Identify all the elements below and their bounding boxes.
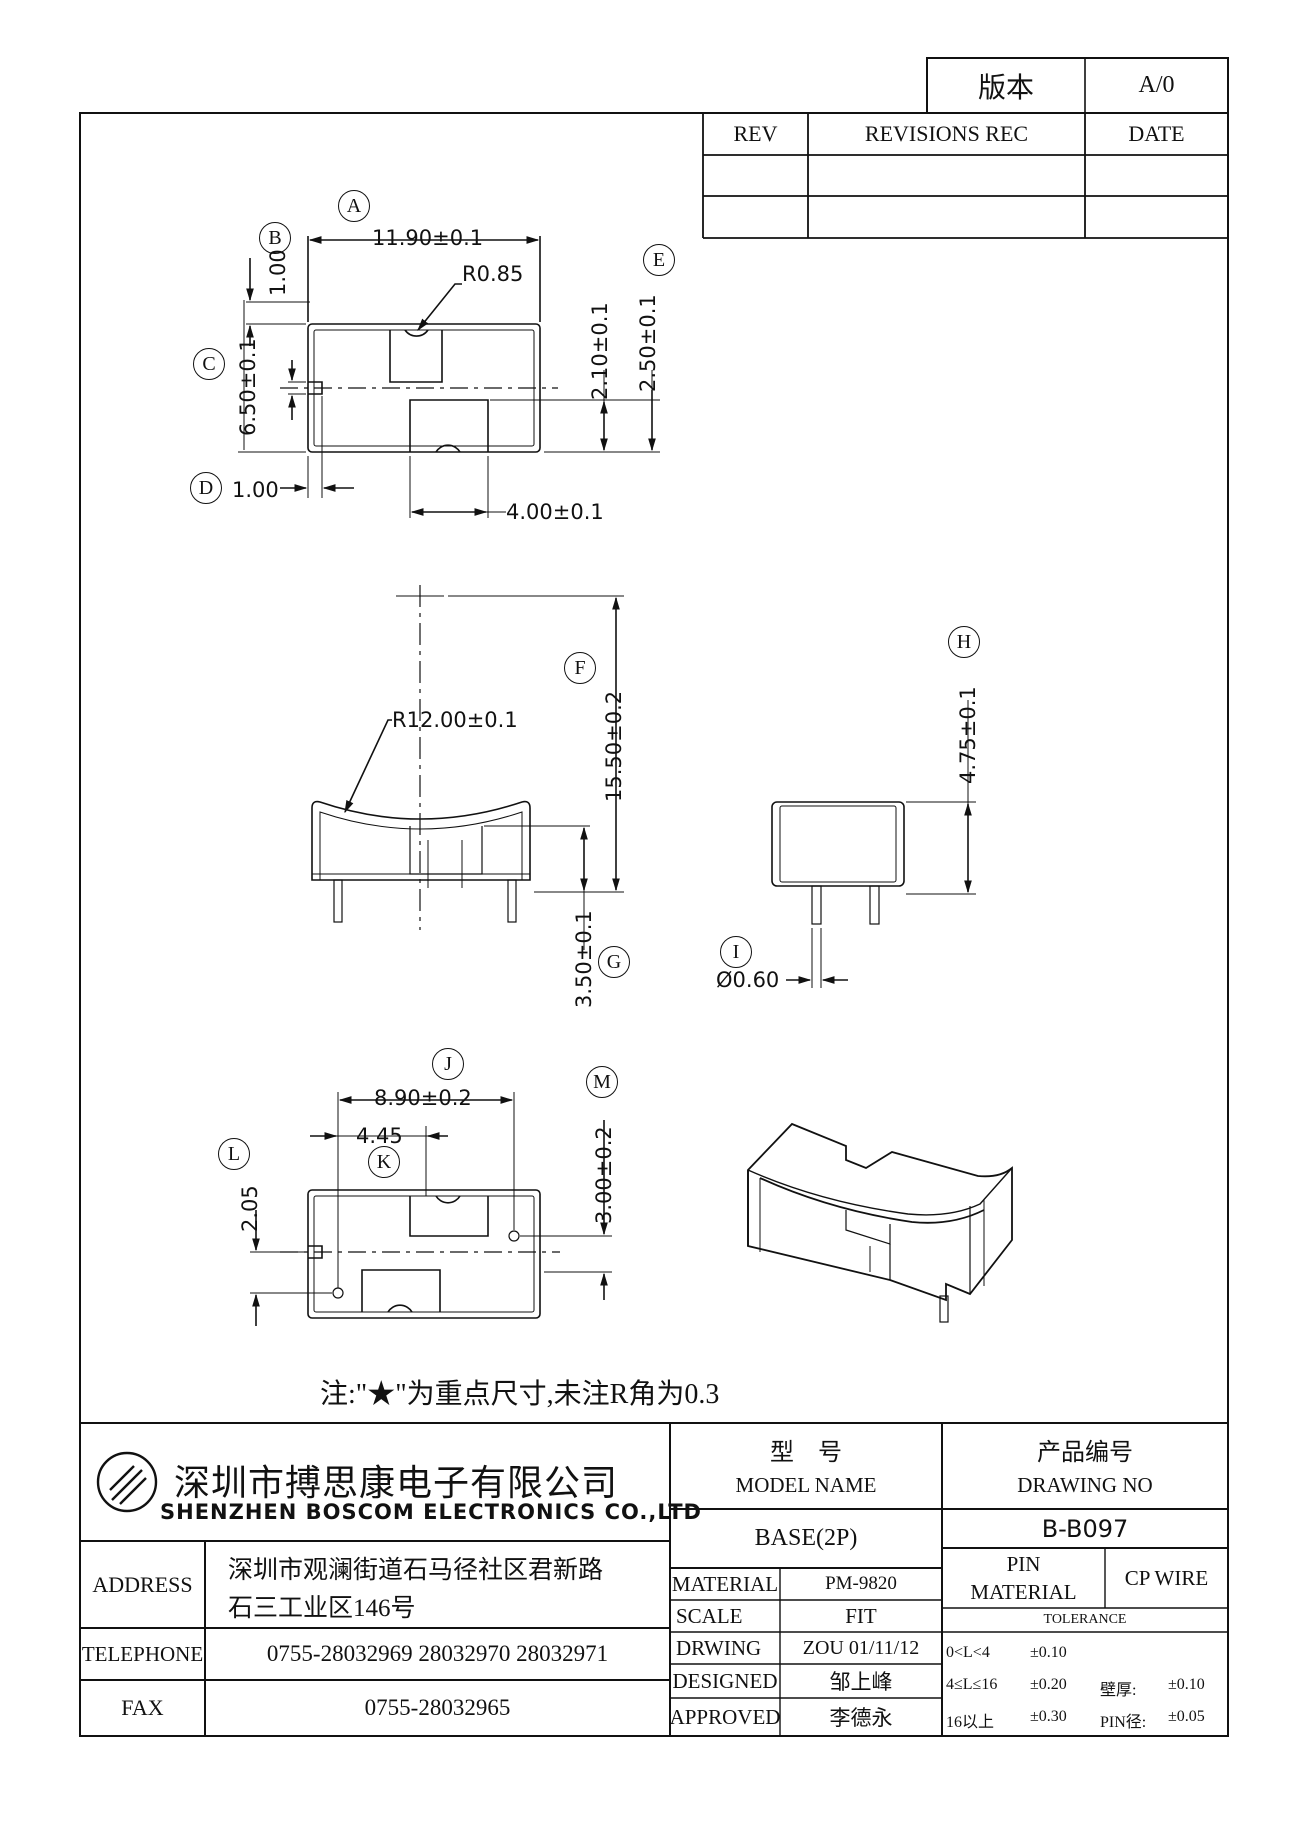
dim-400-label: 4.00±0.1 [506,500,604,524]
drawing-frame [79,112,1229,1737]
callout-d: D [190,472,222,504]
revisions-rec-header: REVISIONS REC [864,121,1029,146]
material-value: PM-9820 [825,1573,897,1594]
version-value: A/0 [1138,72,1175,98]
callout-c: C [193,348,225,380]
tol-extra-label: 壁厚: [1100,1682,1137,1699]
callout-m: M [586,1066,618,1098]
fax-value: 0755-28032965 [364,1695,511,1720]
callout-h: H [948,626,980,658]
dim-d-label: 1.00 [232,478,279,502]
callout-l: L [218,1138,250,1170]
callout-i: I [720,936,752,968]
telephone-label: TELEPHONE [81,1641,204,1666]
dim-f-label: 15.50±0.2 [602,690,626,802]
company-logo [96,1451,158,1513]
dim-a-label: 11.90±0.1 [372,226,484,250]
callout-e: E [643,244,675,276]
version-box [926,57,1229,114]
pin-label: PIN [1006,1551,1041,1576]
callout-f: F [564,652,596,684]
callout-j: J [432,1048,464,1080]
top-view [238,236,660,518]
bottom-view [250,1092,612,1326]
dim-c-label: 6.50±0.1 [236,338,260,436]
designed-label: DESIGNED [672,1668,778,1693]
front-view [311,585,624,950]
dim-m-label: 3.00±0.2 [592,1126,616,1224]
model-label-cn: 型 号 [770,1439,842,1466]
address-label: ADDRESS [92,1571,193,1597]
scale-label: SCALE [676,1603,743,1628]
approved-label: APPROVED [669,1704,781,1729]
note-text: 注:"★"为重点尺寸,未注R角为0.3 [320,1379,720,1410]
scale-value: FIT [845,1603,877,1628]
pin-material-value: CP WIRE [1124,1565,1209,1590]
drawing-label-en: DRAWING NO [1017,1472,1153,1497]
callout-g: G [598,946,630,978]
material-label: MATERIAL [671,1571,779,1596]
fax-label: FAX [121,1695,164,1720]
company-name-cn: 深圳市搏思康电子有限公司 [174,1463,619,1503]
rev-header: REV [733,121,778,146]
revisions-table [702,113,1228,239]
callout-b: B [259,222,291,254]
tol-range: 0<L<4 [946,1644,990,1661]
tol-range: 4≤L≤16 [946,1676,998,1693]
tol-range: 16以上 [946,1714,995,1731]
tol-extra-value: ±0.10 [1168,1676,1205,1693]
callout-k: K [368,1146,400,1178]
tol-value: ±0.30 [1030,1708,1067,1725]
drwing-value: ZOU 01/11/12 [802,1636,920,1659]
address-line1: 深圳市观澜街道石马径社区君新路 [228,1557,604,1584]
tol-extra-value: ±0.05 [1168,1708,1205,1725]
pin-material-label: MATERIAL [970,1579,1077,1604]
callout-a: A [338,190,370,222]
side-view [771,700,976,988]
tol-value: ±0.10 [1030,1644,1067,1661]
company-name-en: SHENZHEN BOSCOM ELECTRONICS CO.,LTD [160,1500,702,1524]
tol-extra-label: PIN径: [1100,1714,1147,1731]
drawing-label-cn: 产品编号 [1037,1439,1133,1466]
dim-j-label: 8.90±0.2 [374,1086,472,1110]
dim-k-label: 4.45 [356,1124,403,1148]
dim-r085-label: R0.85 [462,262,524,286]
date-header: DATE [1128,121,1185,146]
tol-value: ±0.20 [1030,1676,1067,1693]
version-label: 版本 [977,72,1034,104]
approved-value: 李德永 [829,1706,893,1730]
model-label-en: MODEL NAME [735,1472,877,1497]
dim-e2-label: 2.50±0.1 [636,294,660,392]
drwing-label: DRWING [676,1635,762,1660]
dim-l-label: 2.05 [238,1185,262,1232]
address-line2: 石三工业区146号 [228,1595,416,1622]
tolerance-title: TOLERANCE [1043,1612,1127,1627]
dim-e1-label: 2.10±0.1 [588,302,612,400]
dim-h-label: 4.75±0.1 [956,686,980,784]
dim-r12-label: R12.00±0.1 [392,708,518,732]
dim-b-label: 1.00 [266,249,290,296]
title-block [80,1422,1228,1736]
drawing-value: B-B097 [1041,1514,1129,1543]
model-value: BASE(2P) [754,1525,858,1551]
designed-value: 邹上峰 [829,1670,893,1694]
dim-i-label: Ø0.60 [716,968,780,992]
dim-g-label: 3.50±0.1 [572,910,596,1008]
isometric-view [747,1122,1013,1323]
telephone-value: 0755-28032969 28032970 28032971 [266,1641,609,1666]
